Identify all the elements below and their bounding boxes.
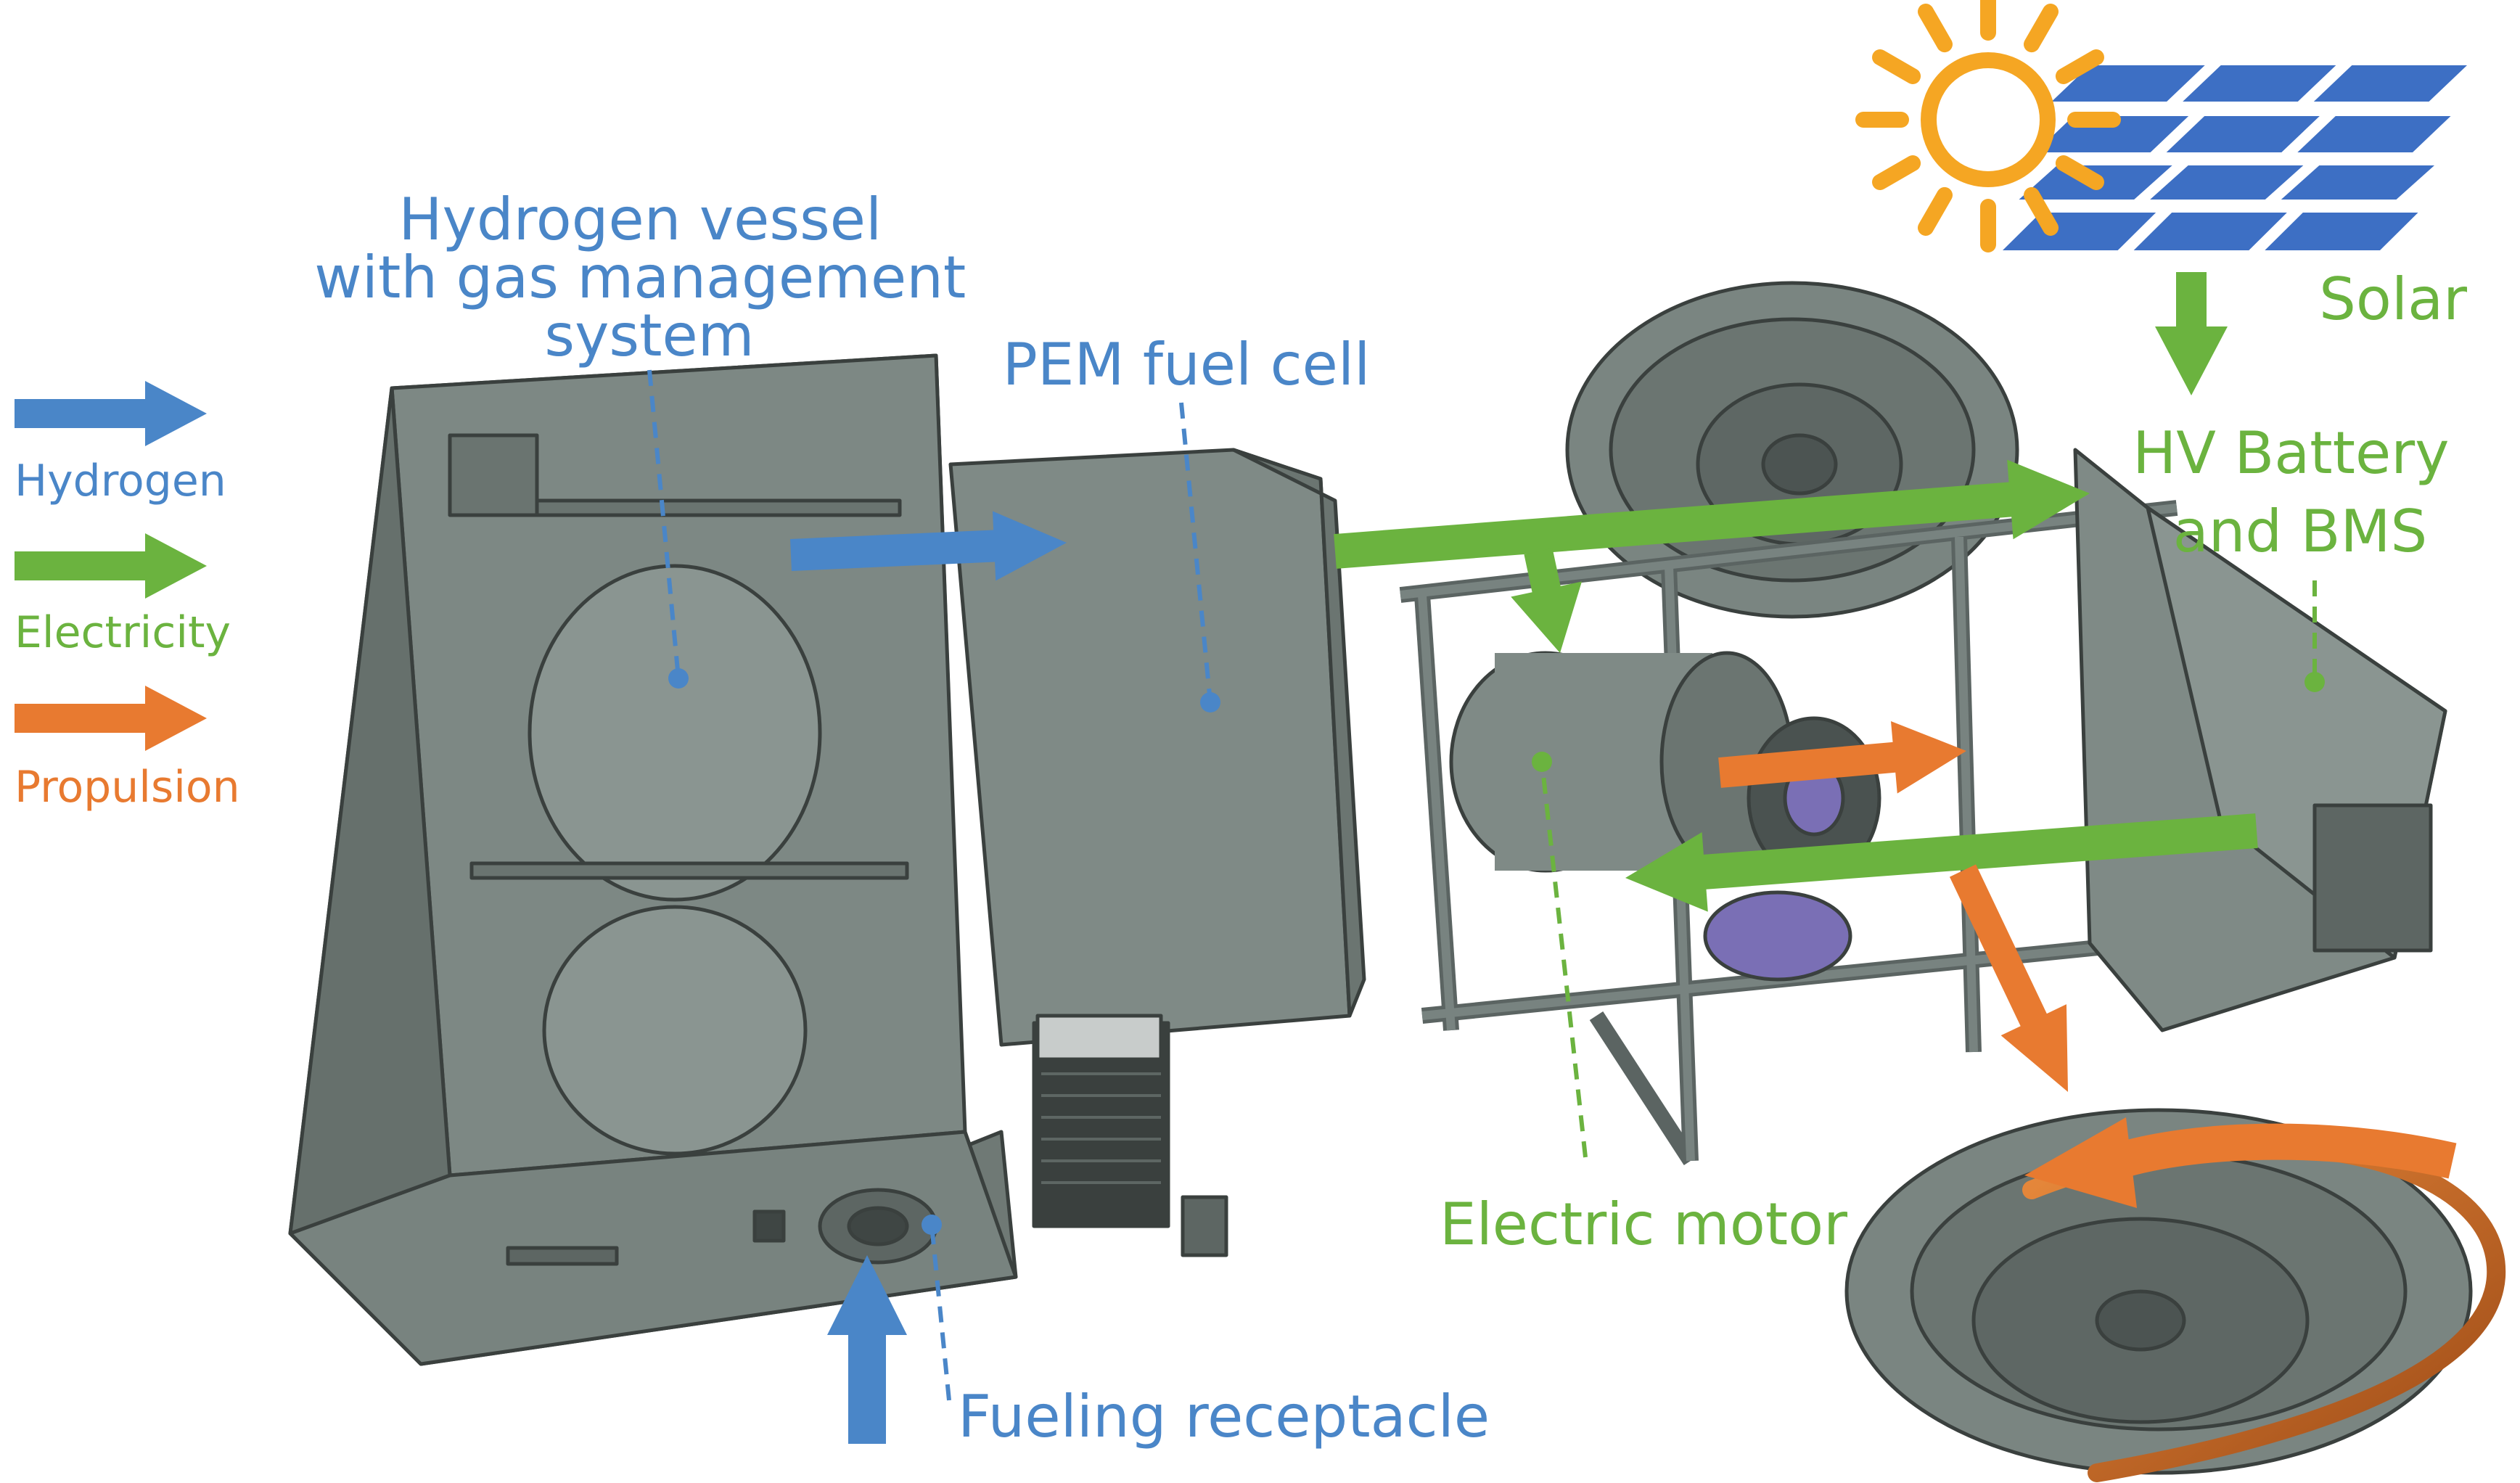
leader-fueling-receptacle-dot xyxy=(922,1215,942,1235)
sun-ray xyxy=(2055,155,2104,190)
leader-lines xyxy=(647,369,2325,1401)
sun-ray xyxy=(1918,4,1953,53)
label-electric-motor: Electric motor xyxy=(1440,1191,1847,1258)
sun-ray xyxy=(1872,49,1921,84)
vehicle-chassis-render xyxy=(288,281,2473,1475)
leader-pem-fuel-cell-dot xyxy=(1200,692,1220,712)
electric-motor-body xyxy=(1449,651,1881,982)
leader-pem-fuel-cell xyxy=(1179,402,1212,703)
hv-battery-body xyxy=(2073,448,2447,1032)
arrow-hydrogen-to-fuel-cell xyxy=(790,511,1067,581)
legend-item-hydrogen: Hydrogen xyxy=(15,381,226,506)
legend-label-hydrogen: Hydrogen xyxy=(15,456,226,506)
arrow-hydrogen-fueling-in xyxy=(827,1255,907,1444)
legend-item-electricity: Electricity xyxy=(15,533,231,658)
solar-cell xyxy=(2003,213,2156,250)
solar-cell xyxy=(2183,65,2336,102)
solar-cell xyxy=(2150,165,2304,200)
sun-disc xyxy=(1921,52,2056,187)
legend-item-propulsion: Propulsion xyxy=(15,686,240,813)
label-hv-battery: HV Battery and BMS xyxy=(2133,419,2468,565)
solar-cell xyxy=(2313,65,2467,102)
sun-ray xyxy=(1872,155,1921,190)
legend: Hydrogen Electricity Propulsion xyxy=(15,381,240,813)
leader-hv-battery-dot xyxy=(2304,672,2325,692)
legend-arrow-propulsion xyxy=(15,686,207,751)
leader-electric-motor-dot xyxy=(1532,752,1552,772)
arrow-electricity-solar-to-battery xyxy=(2155,272,2228,395)
solar-cell xyxy=(2265,213,2418,250)
solar-panel-icon xyxy=(2003,65,2467,250)
arrow-electricity-to-motor xyxy=(1511,548,1583,653)
sun-ray xyxy=(2024,4,2059,53)
label-hydrogen-vessel: Hydrogen vessel with gas management syst… xyxy=(314,186,984,369)
leader-electric-motor xyxy=(1540,761,1588,1158)
label-hydrogen-vessel-line-3: system xyxy=(544,302,754,369)
legend-arrow-electricity xyxy=(15,533,207,599)
flow-arrows xyxy=(790,272,2506,1482)
propulsion-rotation-arrow-head xyxy=(2024,1117,2137,1208)
propulsion-rotation-arrow-body xyxy=(2113,1123,2457,1179)
legend-arrow-hydrogen xyxy=(15,381,207,446)
solar-cell xyxy=(2281,165,2434,200)
solar-cell xyxy=(2297,116,2451,152)
label-fueling-receptacle: Fueling receptacle xyxy=(958,1383,1490,1450)
solar-cell xyxy=(2166,116,2320,152)
component-labels: Hydrogen vessel with gas management syst… xyxy=(314,186,2468,1450)
arrow-propulsion-motor-to-drive xyxy=(1718,720,1966,794)
sun-ray xyxy=(1918,186,1953,236)
arrow-electricity-battery-to-motor xyxy=(1625,813,2258,912)
label-hydrogen-vessel-line-2: with gas management xyxy=(314,244,966,311)
leader-hydrogen-vessel-dot xyxy=(668,668,689,689)
label-hv-battery-line-2: and BMS xyxy=(2173,498,2428,565)
sun-icon xyxy=(1855,0,2121,252)
label-hv-battery-line-1: HV Battery xyxy=(2133,419,2449,487)
front-wheel xyxy=(1844,1108,2473,1475)
solar-cell xyxy=(2051,65,2205,102)
sun-ray xyxy=(2055,49,2104,84)
label-solar: Solar xyxy=(2319,266,2467,333)
arrow-propulsion-drive-to-wheel xyxy=(1949,864,2068,1092)
solar-cell xyxy=(2133,213,2287,250)
leader-fueling-receptacle xyxy=(929,1224,951,1401)
hydrogen-enclosure xyxy=(288,353,1018,1366)
legend-label-electricity: Electricity xyxy=(15,607,231,658)
sun-ray xyxy=(2024,186,2059,236)
label-hydrogen-vessel-line-1: Hydrogen vessel xyxy=(398,186,882,253)
label-pem-fuel-cell: PEM fuel cell xyxy=(1003,331,1371,398)
legend-label-propulsion: Propulsion xyxy=(15,762,240,813)
pem-fuel-cell-body xyxy=(948,448,1366,1257)
arrow-electricity-fuel-cell-to-battery xyxy=(1334,459,2090,569)
